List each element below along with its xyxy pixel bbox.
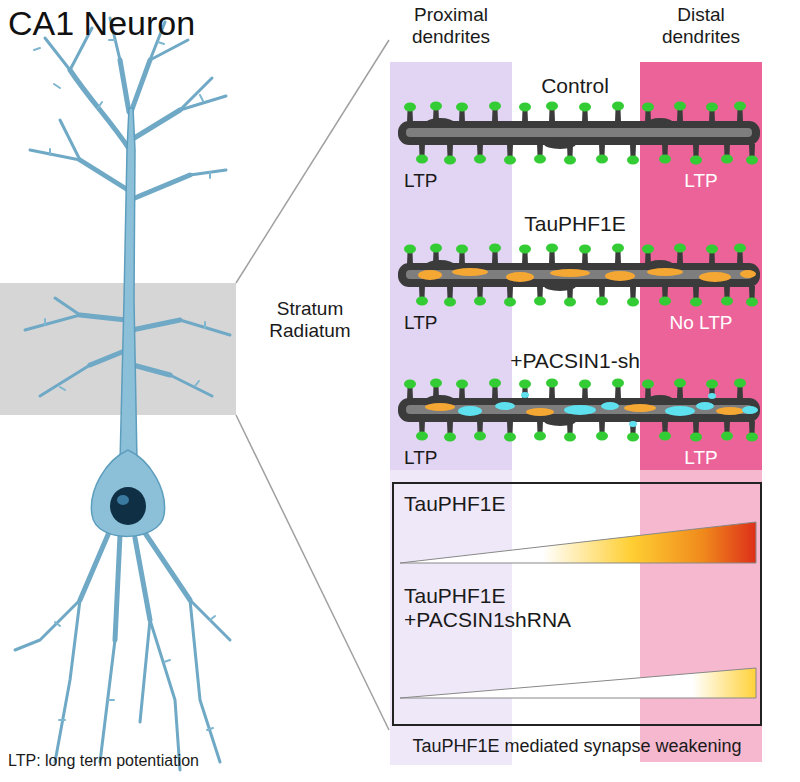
nucleus-highlight — [117, 495, 129, 505]
soma — [91, 450, 164, 536]
dendrite-branches — [15, 18, 230, 770]
gradient-panel: TauPHF1ETauPHF1E +PACSIN1shRNATauPHF1E m… — [392, 482, 762, 726]
condition-label: Control — [475, 74, 675, 98]
panel-heading: TauPHF1E — [404, 492, 506, 516]
region-label: Stratum Radiatum — [250, 298, 370, 342]
ltp-label: LTP — [640, 447, 762, 469]
zoom-region — [0, 283, 236, 415]
condition-label: TauPHF1E — [475, 212, 675, 236]
apical-trunk — [120, 108, 137, 462]
ltp-label: No LTP — [640, 312, 762, 334]
zoom-line — [236, 415, 389, 730]
condition-label: +PACSIN1-sh — [475, 349, 675, 373]
ltp-label: LTP — [640, 170, 762, 192]
band-heading: Proximal dendrites — [390, 4, 512, 48]
ltp-label: LTP — [404, 312, 437, 334]
abbreviation-note: LTP: long term potentiation — [8, 752, 199, 770]
nucleus — [110, 487, 146, 525]
ltp-label: LTP — [404, 447, 437, 469]
panel-caption: TauPHF1E mediated synapse weakening — [392, 736, 762, 757]
figure-title: CA1 Neuron — [8, 4, 195, 43]
panel-heading: TauPHF1E +PACSIN1shRNA — [404, 584, 604, 632]
ltp-label: LTP — [404, 170, 437, 192]
zoom-line — [236, 40, 389, 283]
band-heading: Distal dendrites — [640, 4, 762, 48]
